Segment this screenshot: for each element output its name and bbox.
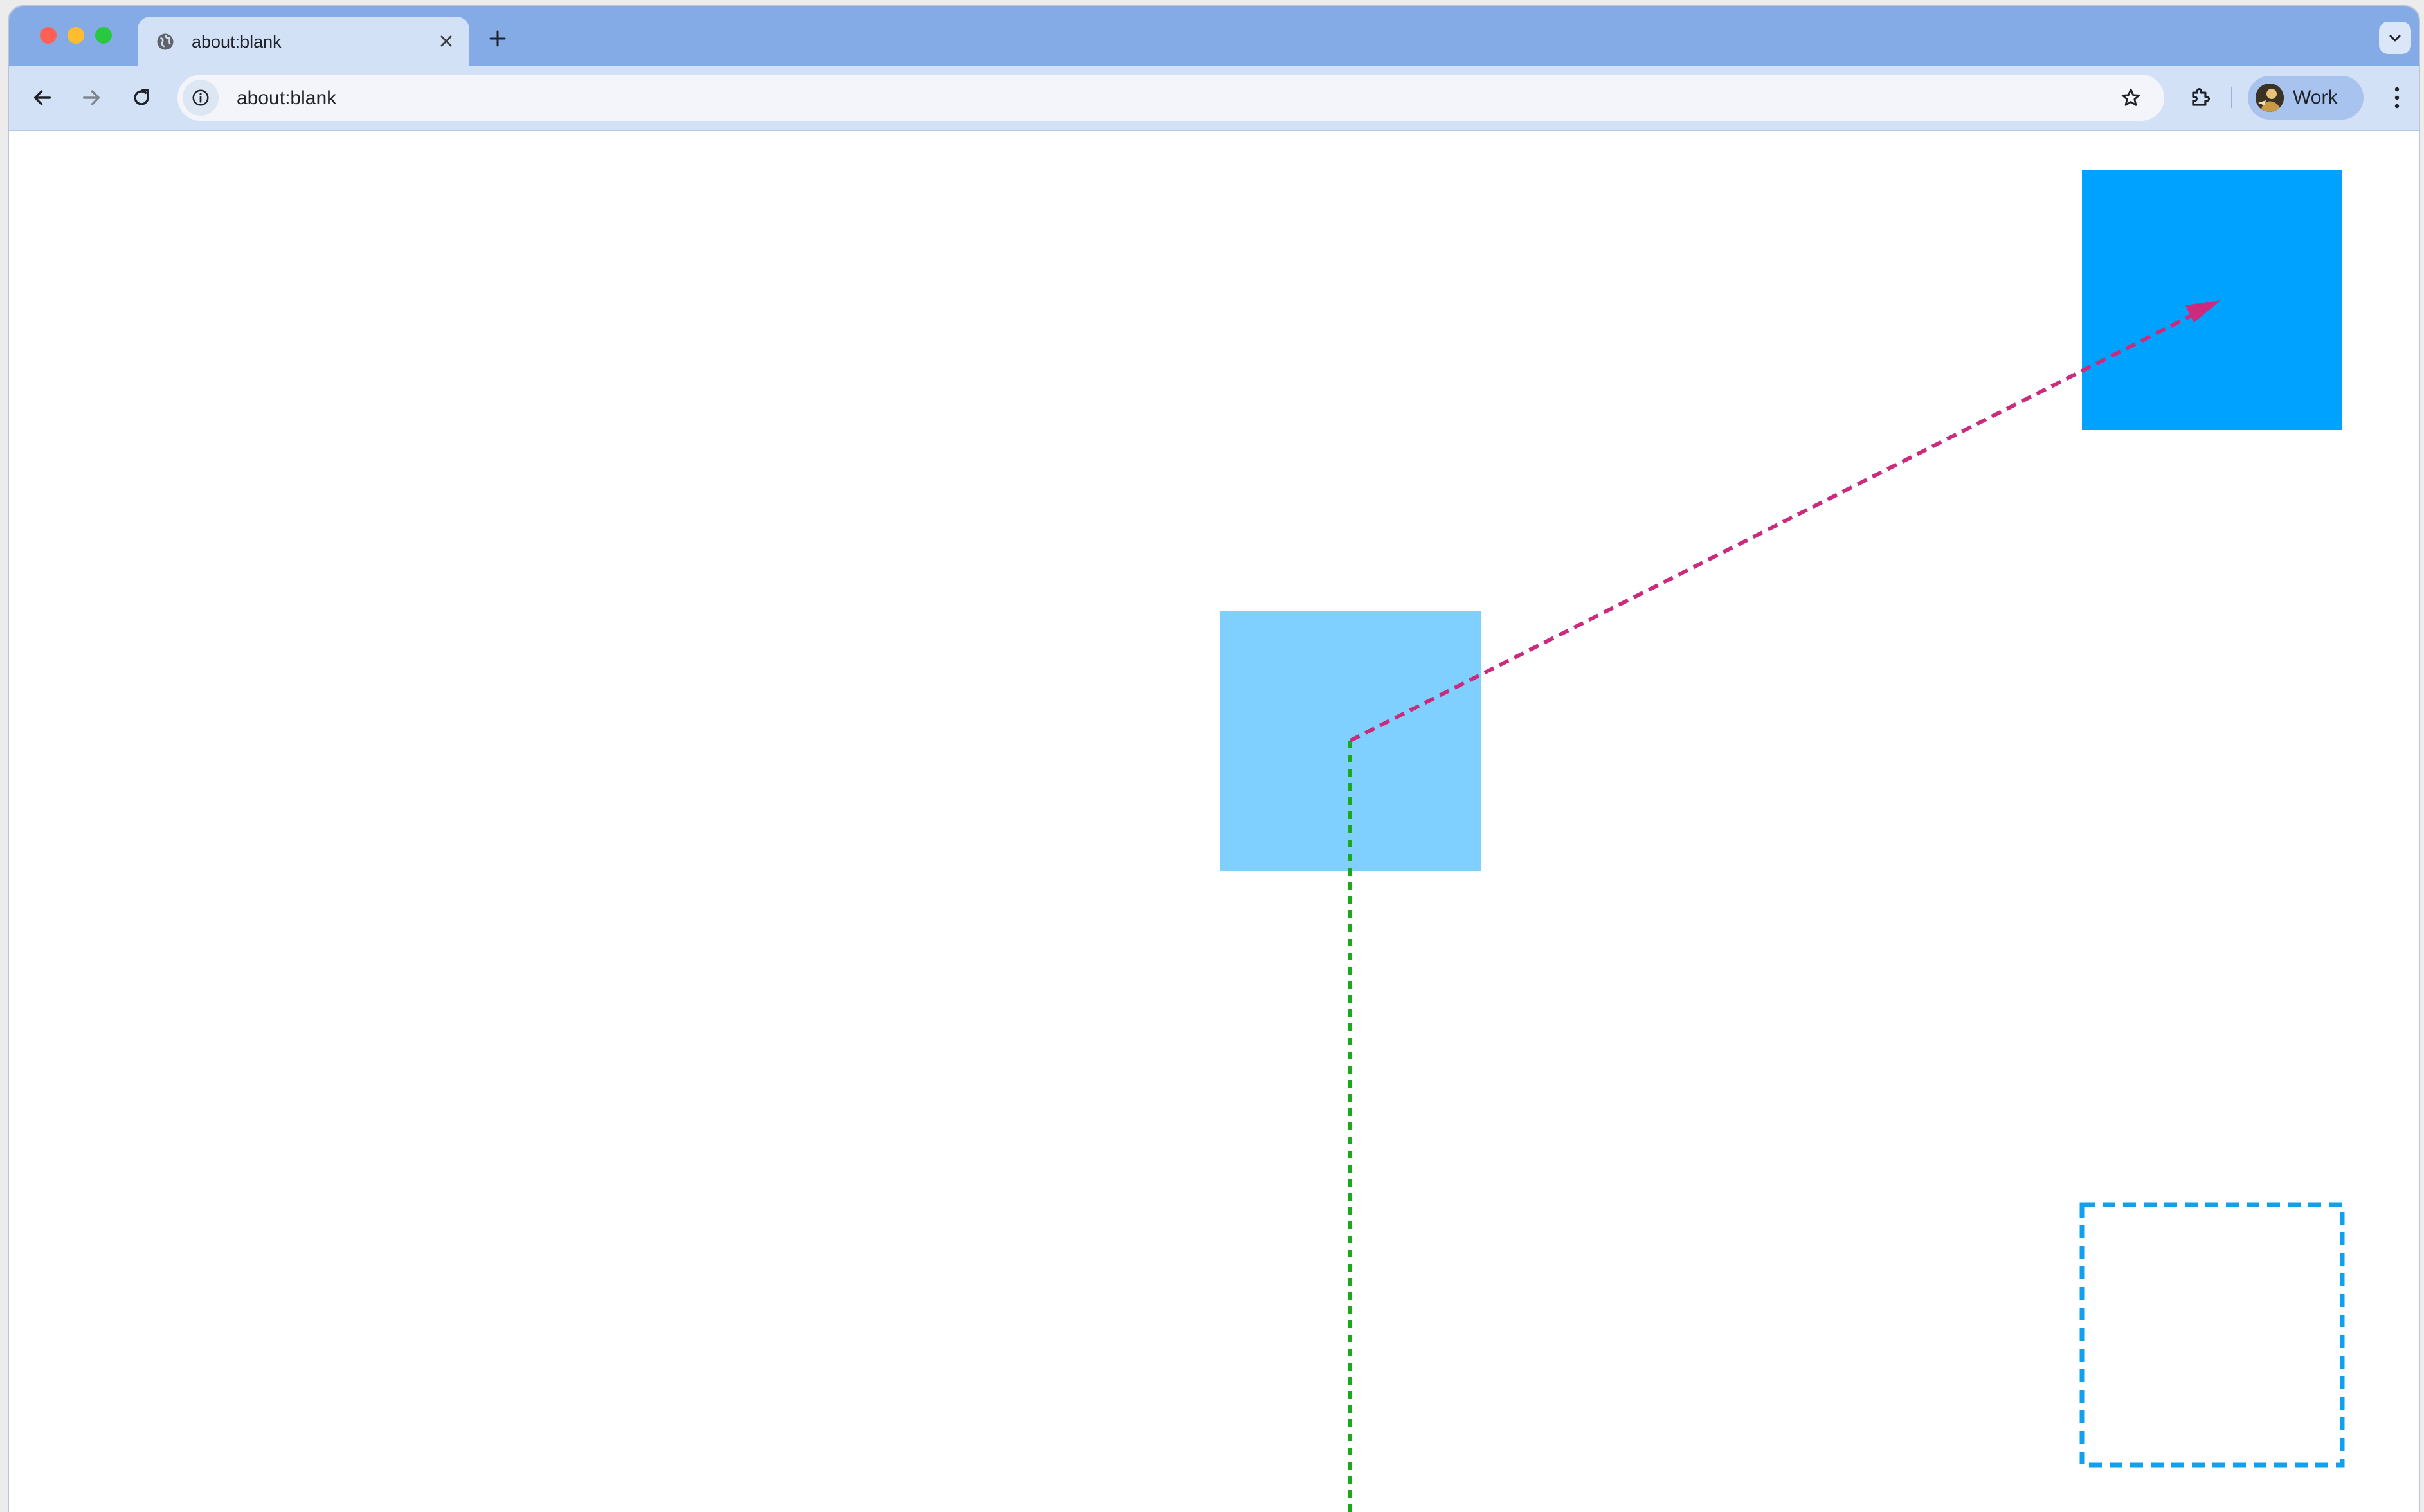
tab-search-button[interactable] [2379, 22, 2411, 54]
avatar [2256, 84, 2284, 112]
plus-icon [489, 30, 507, 48]
tab-title: about:blank [192, 31, 282, 53]
bookmark-button[interactable] [2117, 84, 2145, 112]
dashed-drop-zone [2082, 1205, 2342, 1465]
maximize-window-button[interactable] [95, 27, 112, 44]
arrow-right-icon [80, 87, 102, 109]
globe-icon [156, 32, 175, 51]
close-window-button[interactable] [40, 27, 57, 44]
tab-about-blank[interactable]: about:blank [138, 17, 469, 66]
target-square [2082, 170, 2342, 430]
tab-strip: about:blank [9, 6, 2419, 66]
star-icon [2120, 87, 2142, 109]
url-text[interactable]: about:blank [237, 87, 336, 109]
canvas [9, 131, 2419, 1512]
address-bar[interactable]: about:blank [177, 75, 2164, 121]
new-tab-button[interactable] [485, 26, 511, 51]
puzzle-icon [2188, 86, 2212, 110]
reload-button[interactable] [126, 82, 157, 113]
drag-path-arrow [1350, 312, 2198, 741]
browser-window: about:blank [9, 6, 2419, 1512]
back-button[interactable] [27, 82, 58, 113]
forward-button[interactable] [76, 82, 107, 113]
arrow-left-icon [32, 87, 53, 109]
minimize-window-button[interactable] [68, 27, 84, 44]
chevron-down-icon [2387, 30, 2403, 46]
kebab-menu-icon [2393, 85, 2401, 111]
page-content [9, 131, 2419, 1512]
info-icon [191, 88, 210, 107]
extensions-button[interactable] [2184, 81, 2217, 114]
browser-menu-button[interactable] [2383, 82, 2411, 113]
profile-label: Work [2293, 87, 2337, 109]
site-info-button[interactable] [183, 80, 219, 116]
reload-icon [131, 87, 152, 109]
browser-toolbar: about:blank Work [9, 66, 2419, 131]
profile-button[interactable]: Work [2248, 76, 2364, 120]
close-icon[interactable] [433, 28, 459, 54]
toolbar-divider [2231, 87, 2232, 108]
